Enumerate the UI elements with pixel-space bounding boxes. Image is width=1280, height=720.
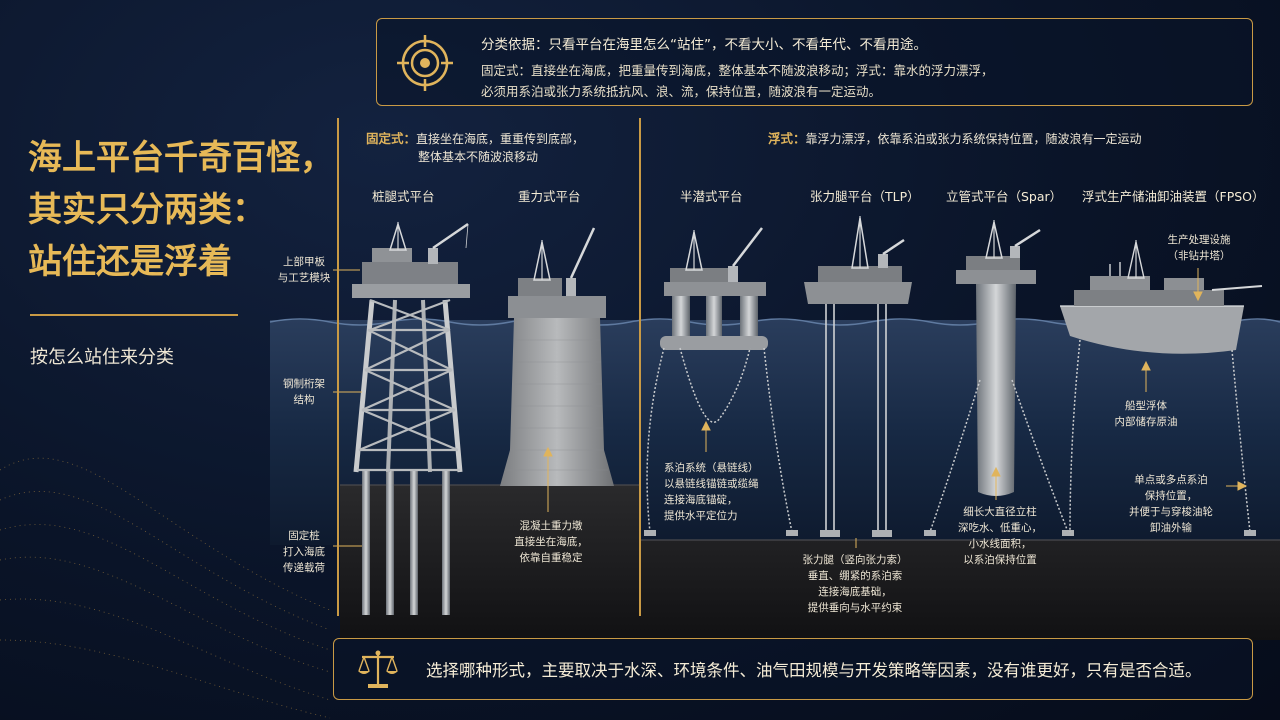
classification-basis-box: 分类依据：只看平台在海里怎么“站住”，不看大小、不看年代、不看用途。 固定式：直… — [376, 18, 1253, 106]
title-line-2: 其实只分两类： — [28, 190, 266, 230]
note-tendon: 张力腿（竖向张力索）垂直、绷紧的系泊索连接海底基础，提供垂向与水平约束 — [802, 554, 908, 614]
conclusion-text: 选择哪种形式，主要取决于水深、环境条件、油气田规模与开发策略等因素，没有谁更好，… — [426, 661, 1202, 680]
floating-desc: 靠浮力漂浮，依靠系泊或张力系统保持位置，随波浪有一定运动 — [805, 132, 1142, 146]
spar-illustration — [924, 220, 1074, 536]
jacket-platform-name: 桩腿式平台 — [372, 189, 435, 204]
note-spm: 单点或多点系泊保持位置，并便于与穿梭油轮卸油外输 — [1129, 474, 1213, 534]
main-title: 海上平台千奇百怪， 其实只分两类： 站住还是浮着 — [28, 132, 334, 288]
note-process: 生产处理设施（非钻井塔） — [1167, 234, 1231, 262]
title-line-1: 海上平台千奇百怪， — [28, 138, 334, 178]
gravity-platform-name: 重力式平台 — [518, 189, 581, 204]
floating-label: 浮式： — [768, 131, 806, 146]
decorative-dot-waves — [0, 457, 331, 719]
note-mooring: 系泊系统（悬链线）以悬链线锚链或缆绳连接海底锚碇，提供水平定位力 — [664, 462, 759, 522]
tlp-illustration — [804, 216, 912, 537]
conclusion-box: 选择哪种形式，主要取决于水深、环境条件、油气田规模与开发策略等因素，没有谁更好，… — [333, 638, 1253, 700]
basis-line-1: 分类依据：只看平台在海里怎么“站住”，不看大小、不看年代、不看用途。 — [481, 37, 927, 53]
semi-submersible-illustration — [644, 227, 798, 536]
gravity-platform-illustration — [500, 227, 614, 486]
title-divider — [30, 314, 238, 316]
title-line-3: 站住还是浮着 — [28, 242, 232, 282]
left-divider — [337, 118, 339, 616]
balance-scale-icon — [358, 650, 398, 688]
center-divider — [639, 118, 641, 616]
fpso-platform-name: 浮式生产储油卸油装置（FPSO） — [1082, 189, 1265, 204]
jacket-platform-illustration — [352, 221, 470, 615]
note-truss: 钢制桁架结构 — [283, 378, 325, 406]
note-deck: 上部甲板与工艺模块 — [277, 256, 331, 284]
floating-section-header: 浮式：靠浮力漂浮，依靠系泊或张力系统保持位置，随波浪有一定运动 — [768, 128, 1142, 147]
note-gravity: 混凝土重力墩直接坐在海底，依靠自重稳定 — [514, 520, 588, 564]
semi-platform-name: 半潜式平台 — [680, 189, 743, 204]
fixed-section-header-line2: 整体基本不随波浪移动 — [418, 150, 539, 164]
basis-line-2: 固定式：直接坐在海底，把重量传到海底，整体基本不随波浪移动；浮式：靠水的浮力漂浮… — [481, 63, 994, 78]
fixed-desc-1: 直接坐在海底，重重传到底部， — [416, 132, 585, 146]
note-spar: 细长大直径立柱深吃水、低重心，小水线面积，以系泊保持位置 — [958, 506, 1042, 566]
tlp-platform-name: 张力腿平台（TLP） — [810, 189, 920, 204]
note-piles: 固定桩打入海底传递载荷 — [283, 530, 325, 574]
target-icon — [397, 35, 453, 91]
fpso-illustration — [1060, 240, 1263, 536]
spar-platform-name: 立管式平台（Spar） — [946, 189, 1063, 204]
fixed-label: 固定式： — [366, 131, 417, 146]
basis-line-3: 必须用系泊或张力系统抵抗风、浪、流，保持位置，随波浪有一定运动。 — [481, 84, 882, 99]
seabed — [340, 485, 1280, 640]
note-hull: 船型浮体内部储存原油 — [1114, 400, 1178, 428]
fixed-section-header: 固定式：直接坐在海底，重重传到底部， — [366, 128, 584, 147]
subtitle: 按怎么站住来分类 — [30, 347, 174, 368]
